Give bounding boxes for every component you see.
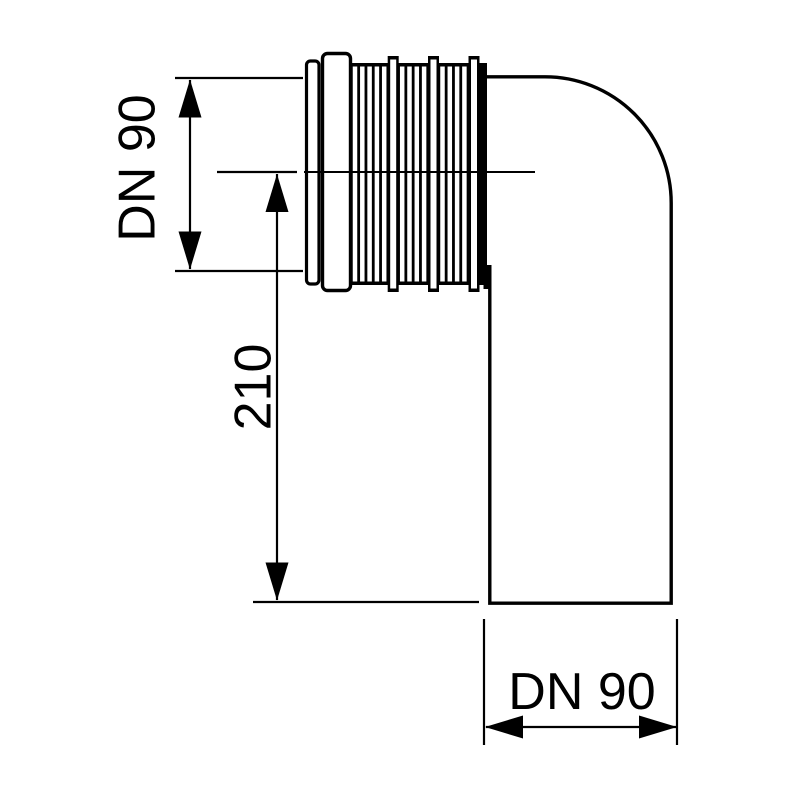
rib-short <box>367 66 372 282</box>
rib-short <box>421 66 427 282</box>
rib-tall <box>471 59 477 289</box>
socket-step <box>483 265 492 289</box>
rib-short <box>360 66 365 282</box>
rib-short <box>407 66 412 282</box>
rib-tall <box>390 59 397 289</box>
rib-short <box>414 66 420 282</box>
rib-short <box>462 66 467 282</box>
arrowhead-right <box>639 715 677 739</box>
dimension-outlet-dn90: DN 90 <box>482 619 679 745</box>
rib-short <box>454 66 460 282</box>
elbow-pipe-body <box>483 75 673 605</box>
arrowhead-up <box>265 174 289 212</box>
rib-tall <box>430 59 437 289</box>
pipe-fill <box>486 76 672 604</box>
rib-short <box>381 66 387 282</box>
dimension-offset-210: 210 <box>217 170 479 604</box>
rib-short <box>352 66 358 282</box>
rib-short <box>374 66 380 282</box>
outlet-diameter-label: DN 90 <box>508 663 655 721</box>
arrowhead-left <box>485 715 523 739</box>
rib-short <box>440 66 445 282</box>
arrowhead-down <box>265 562 289 601</box>
arrowhead-up <box>178 79 202 118</box>
pipe-outline <box>486 75 673 605</box>
arrowhead-down <box>178 231 202 270</box>
inlet-diameter-label: DN 90 <box>109 94 167 241</box>
dimension-inlet-dn90: DN 90 <box>109 76 303 273</box>
rib-short <box>399 66 405 282</box>
rib-short <box>447 66 453 282</box>
offset-length-label: 210 <box>225 344 283 431</box>
